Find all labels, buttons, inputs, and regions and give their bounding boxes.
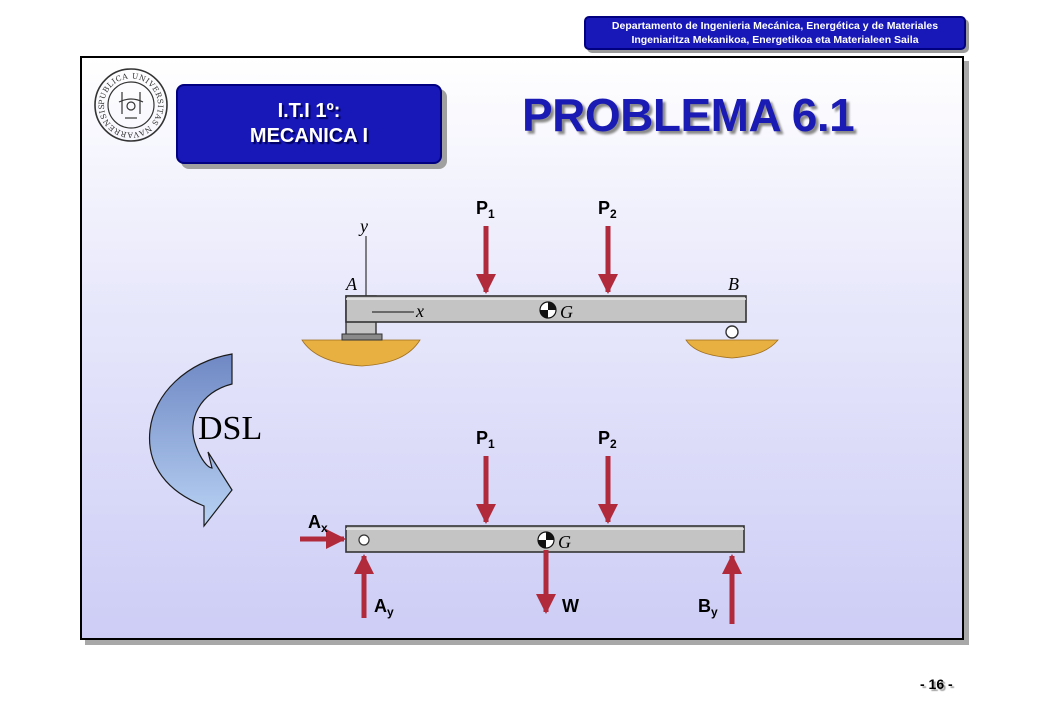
university-seal-icon: PUBLICA UNIVERSITAS NAVARRENSIS — [94, 68, 168, 142]
department-name-es: Departamento de Ingenieria Mecánica, Ene… — [611, 20, 939, 32]
load-p2-label-top: P2 — [598, 198, 617, 221]
reaction-ax-label: Ax — [308, 512, 328, 535]
department-header: Departamento de Ingenieria Mecánica, Ene… — [584, 16, 966, 50]
course-name: MECANICA I — [249, 125, 369, 147]
axis-x-label: x — [415, 301, 424, 321]
ground-right — [685, 339, 779, 359]
load-p2-label-bottom: P2 — [598, 428, 617, 451]
slide-title: PROBLEMA 6.1 — [522, 89, 855, 141]
course-badge: I.T.I 1º: MECANICA I — [176, 84, 442, 164]
centroid-label-top: G — [560, 302, 573, 322]
centroid-symbol-bottom — [537, 531, 555, 549]
reaction-ay-label: Ay — [374, 596, 394, 619]
department-name-eu: Ingeniaritza Mekanikoa, Energetikoa eta … — [631, 34, 919, 46]
roller-support — [725, 325, 739, 339]
weight-label: W — [562, 596, 579, 616]
free-body-diagram: G P1 P2 Ax Ay W By — [300, 428, 745, 624]
load-p1-label-bottom: P1 — [476, 428, 495, 451]
transition-label: DSL — [198, 410, 263, 447]
reaction-by-label: By — [698, 596, 718, 619]
transition-curved-arrow — [148, 353, 233, 528]
load-p1-label-top: P1 — [476, 198, 495, 221]
centroid-label-bottom: G — [558, 532, 571, 552]
point-b-label: B — [728, 274, 739, 294]
page-number: - 16 - — [920, 676, 953, 692]
centroid-symbol-top — [539, 301, 557, 319]
axis-y-label: y — [358, 216, 368, 236]
point-a-label: A — [345, 274, 358, 294]
beam-structure-figure: y A B x G P1 P2 — [301, 198, 779, 367]
ground-left — [301, 339, 421, 367]
course-code: I.T.I 1º: — [277, 100, 341, 122]
